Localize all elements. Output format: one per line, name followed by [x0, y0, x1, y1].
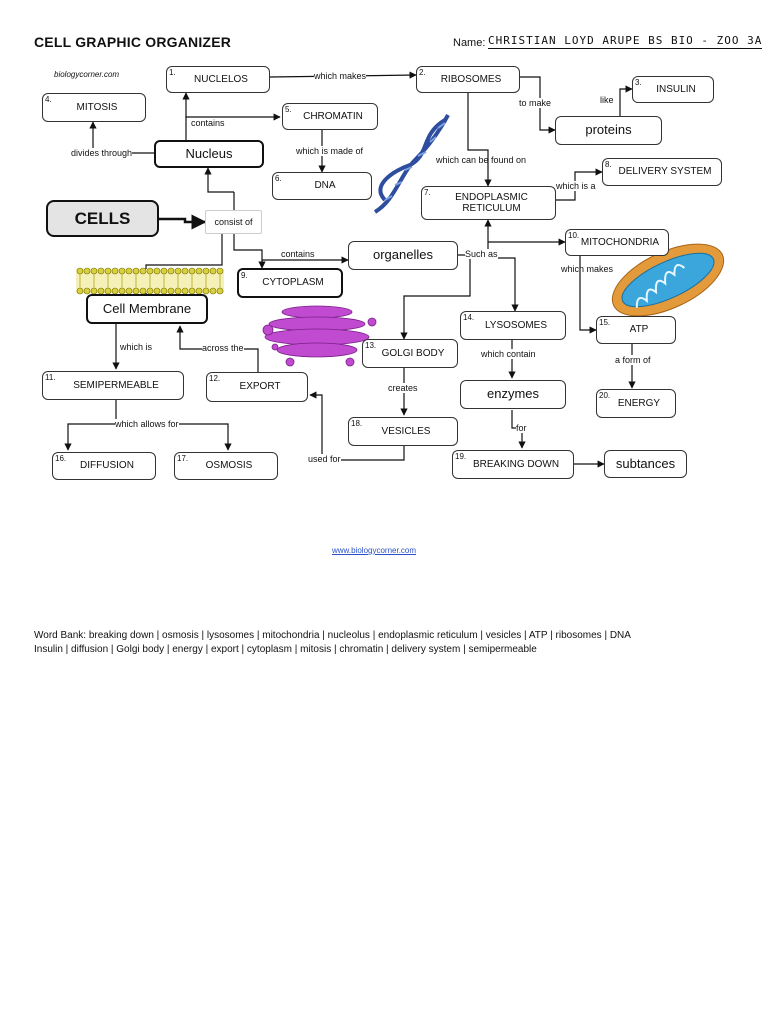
label-contains-2: contains [281, 249, 315, 259]
dna-illustration [373, 114, 450, 214]
edge-ribosomes-er [467, 93, 492, 187]
word-bank-line-2: Insulin | diffusion | Golgi body | energ… [34, 644, 537, 655]
node-chromatin[interactable]: 5.CHROMATIN [282, 103, 378, 130]
label-which-makes-2: which makes [561, 264, 614, 274]
node-cell-membrane[interactable]: Cell Membrane [86, 294, 208, 324]
label-which-allows-for: which allows for [115, 419, 179, 429]
label-divides-through: divides through [71, 148, 133, 158]
node-semipermeable[interactable]: 11.SEMIPERMEABLE [42, 371, 184, 400]
label-which-makes: which makes [314, 71, 367, 81]
node-cytoplasm[interactable]: 9.CYTOPLASM [237, 268, 343, 298]
word-bank: Word Bank: breaking down | osmosis | lys… [34, 629, 734, 657]
label-which-is-a: which is a [556, 181, 596, 191]
node-nucleolus[interactable]: 1.NUCLELOS [166, 66, 270, 93]
label-which-is-made-of: which is made of [296, 146, 364, 156]
biologycorner-link[interactable]: www.biologycorner.com [332, 546, 417, 555]
label-a-form-of: a form of [615, 355, 651, 365]
node-energy[interactable]: 20.ENERGY [596, 389, 676, 418]
node-insulin[interactable]: 3.INSULIN [632, 76, 714, 103]
word-bank-line-1: Word Bank: breaking down | osmosis | lys… [34, 630, 631, 641]
node-golgi[interactable]: 13.GOLGI BODY [362, 339, 458, 368]
node-mitochondria[interactable]: 10.MITOCHONDRIA [565, 229, 669, 256]
label-such-as: Such as [465, 249, 498, 259]
edge-proteins-insulin [619, 85, 633, 116]
node-subtances[interactable]: subtances [604, 450, 687, 478]
node-osmosis[interactable]: 17.OSMOSIS [174, 452, 278, 480]
edge-consist-nucleus-b [204, 167, 234, 193]
label-used-for: used for [308, 454, 341, 464]
edge-organelles-golgi [400, 258, 471, 340]
edge-mito-atp [579, 256, 597, 334]
node-organelles[interactable]: organelles [348, 241, 458, 270]
node-atp[interactable]: 15.ATP [596, 316, 676, 344]
name-field[interactable]: CHRISTIAN LOYD ARUPE BS BIO - ZOO 3A [488, 34, 763, 49]
label-which-is: which is [120, 342, 153, 352]
name-label: Name: [453, 37, 486, 49]
label-which-can-be-found-on: which can be found on [436, 155, 527, 165]
node-dna[interactable]: 6.DNA [272, 172, 372, 200]
node-er[interactable]: 7.ENDOPLASMIC RETICULUM [421, 186, 556, 220]
label-to-make: to make [519, 98, 552, 108]
node-export[interactable]: 12.EXPORT [206, 372, 308, 402]
node-mitosis[interactable]: 4.MITOSIS [42, 93, 146, 122]
edge-semi-diffusion [64, 400, 117, 451]
edge-organelles-lysosomes [488, 257, 519, 312]
node-cells[interactable]: CELLS [46, 200, 159, 237]
edge-consist-cytoplasm [233, 234, 266, 269]
node-consist-of: consist of [205, 210, 262, 234]
node-breaking-down[interactable]: 19.BREAKING DOWN [452, 450, 574, 479]
node-delivery[interactable]: 8.DELIVERY SYSTEM [602, 158, 722, 186]
credit-text: biologycorner.com [54, 70, 120, 79]
node-enzymes[interactable]: enzymes [460, 380, 566, 409]
label-contains-1: contains [191, 118, 225, 128]
node-ribosomes[interactable]: 2.RIBOSOMES [416, 66, 520, 93]
node-proteins[interactable]: proteins [555, 116, 662, 145]
label-like: like [600, 95, 614, 105]
label-for: for [516, 423, 527, 433]
golgi-illustration [262, 305, 377, 367]
node-nucleus[interactable]: Nucleus [154, 140, 264, 168]
membrane-illustration [76, 267, 224, 295]
label-across-the: across the [202, 343, 244, 353]
edge-nucleus-chromatin [185, 113, 281, 121]
node-lysosomes[interactable]: 14.LYSOSOMES [460, 311, 566, 340]
node-vesicles[interactable]: 18.VESICLES [348, 417, 458, 446]
label-creates: creates [388, 383, 418, 393]
edge-cells-consist [159, 214, 207, 230]
connector-lines [64, 71, 725, 468]
label-which-contain: which contain [481, 349, 536, 359]
node-diffusion[interactable]: 16.DIFFUSION [52, 452, 156, 480]
page-title: CELL GRAPHIC ORGANIZER [34, 34, 232, 50]
